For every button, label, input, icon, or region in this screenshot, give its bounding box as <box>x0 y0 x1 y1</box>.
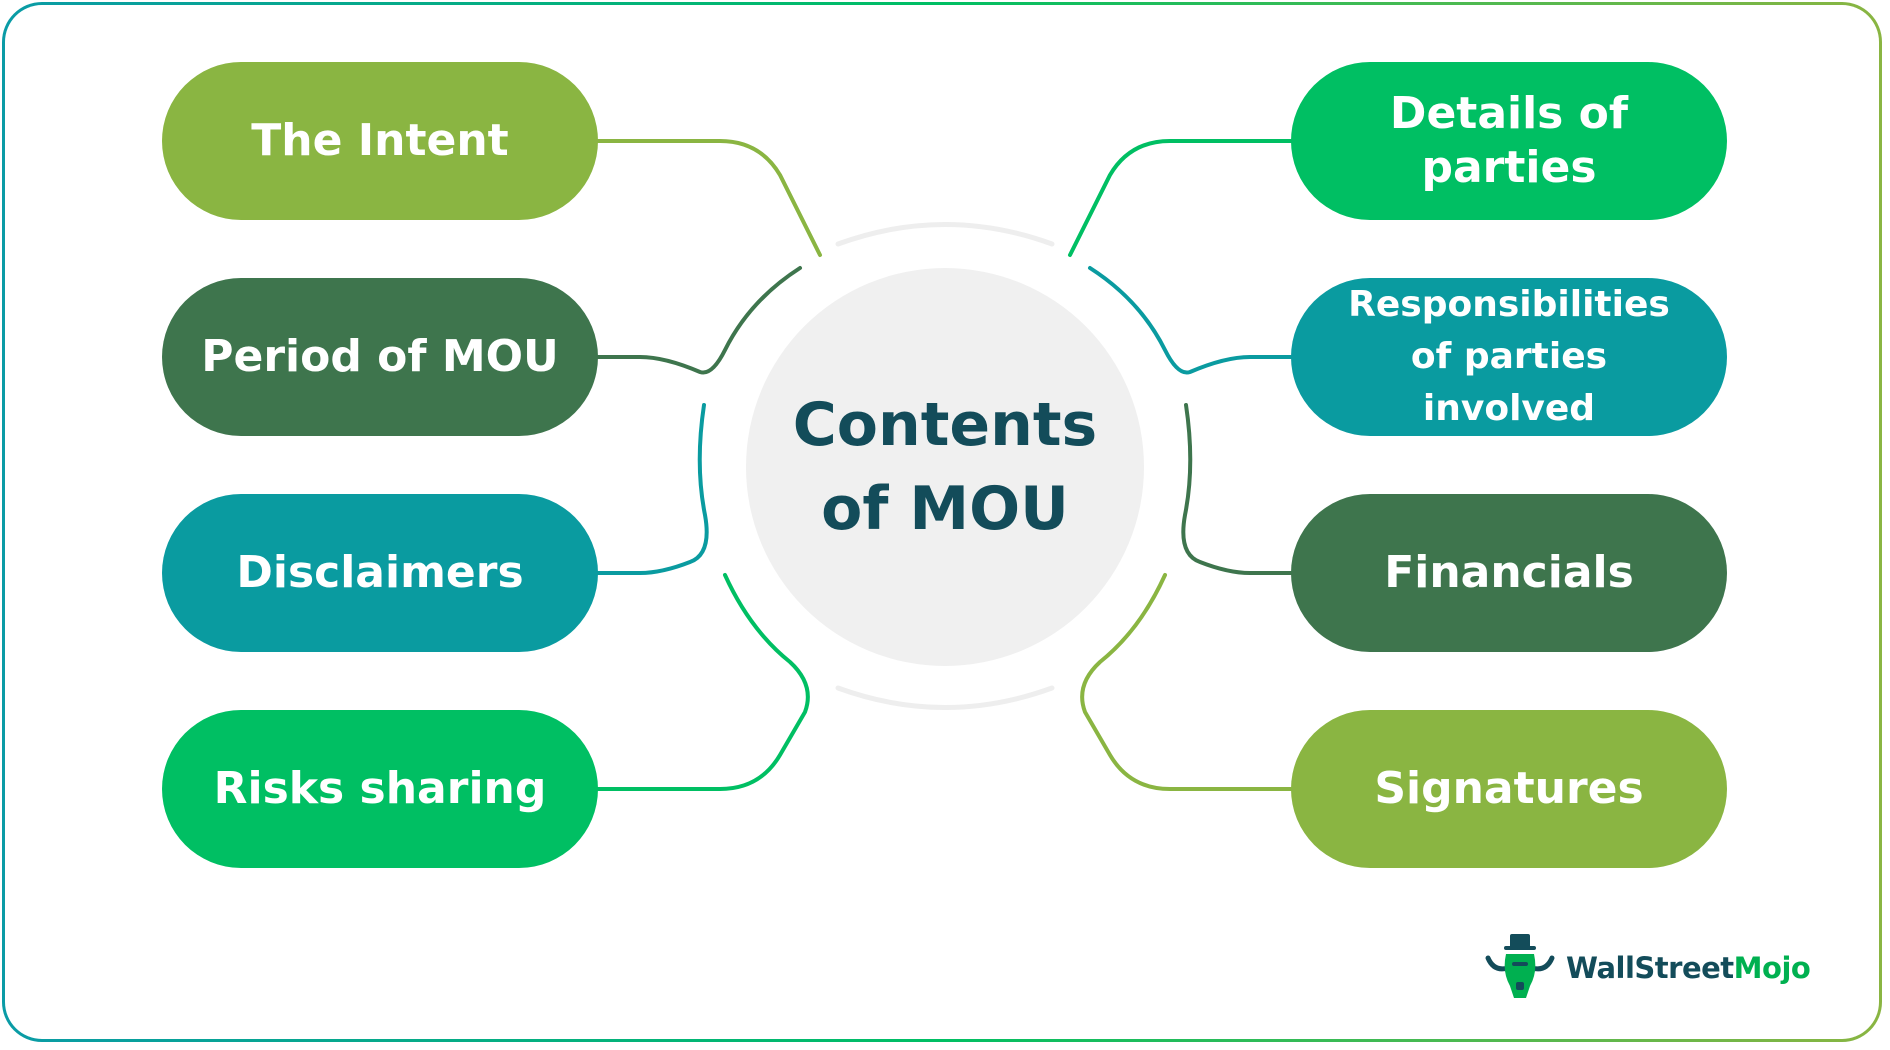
center-title: Contents of MOU <box>792 390 1098 544</box>
connector-disclaimers <box>596 403 709 575</box>
connector-the-intent <box>596 139 822 257</box>
brand-logo: WallStreetMojo <box>1480 932 1811 1004</box>
node-the-intent: The Intent <box>162 62 598 220</box>
node-label: Risks sharing <box>213 763 547 814</box>
brand-name-part2: Mojo <box>1733 951 1811 985</box>
node-details-of-parties: Details of parties <box>1291 62 1727 220</box>
node-responsibilities-of-parties-involved: Responsibilities of parties involved <box>1291 278 1727 436</box>
node-label: Disclaimers <box>236 547 524 598</box>
ring-arc-top <box>835 222 1055 247</box>
node-label: Period of MOU <box>201 331 559 382</box>
node-label: Details of parties <box>1389 88 1629 193</box>
connector-risks-sharing <box>596 573 810 791</box>
connector-responsibilities <box>1088 266 1294 375</box>
connector-financials <box>1181 403 1294 575</box>
node-signatures: Signatures <box>1291 710 1727 868</box>
brand-name-part1: WallStreet <box>1566 951 1734 985</box>
brand-name: WallStreetMojo <box>1566 951 1811 985</box>
node-label: Signatures <box>1374 763 1644 814</box>
node-period-of-mou: Period of MOU <box>162 278 598 436</box>
node-financials: Financials <box>1291 494 1727 652</box>
node-label: Responsibilities of parties involved <box>1348 284 1670 429</box>
node-label: Financials <box>1384 547 1634 598</box>
center-node: Contents of MOU <box>746 268 1144 666</box>
connector-details-of-parties <box>1068 139 1294 257</box>
connector-signatures <box>1080 573 1294 791</box>
node-disclaimers: Disclaimers <box>162 494 598 652</box>
node-risks-sharing: Risks sharing <box>162 710 598 868</box>
connector-period-of-mou <box>596 266 802 375</box>
ring-arc-bottom <box>835 685 1055 710</box>
node-label: The Intent <box>251 115 509 166</box>
bull-mascot-icon <box>1485 934 1555 998</box>
